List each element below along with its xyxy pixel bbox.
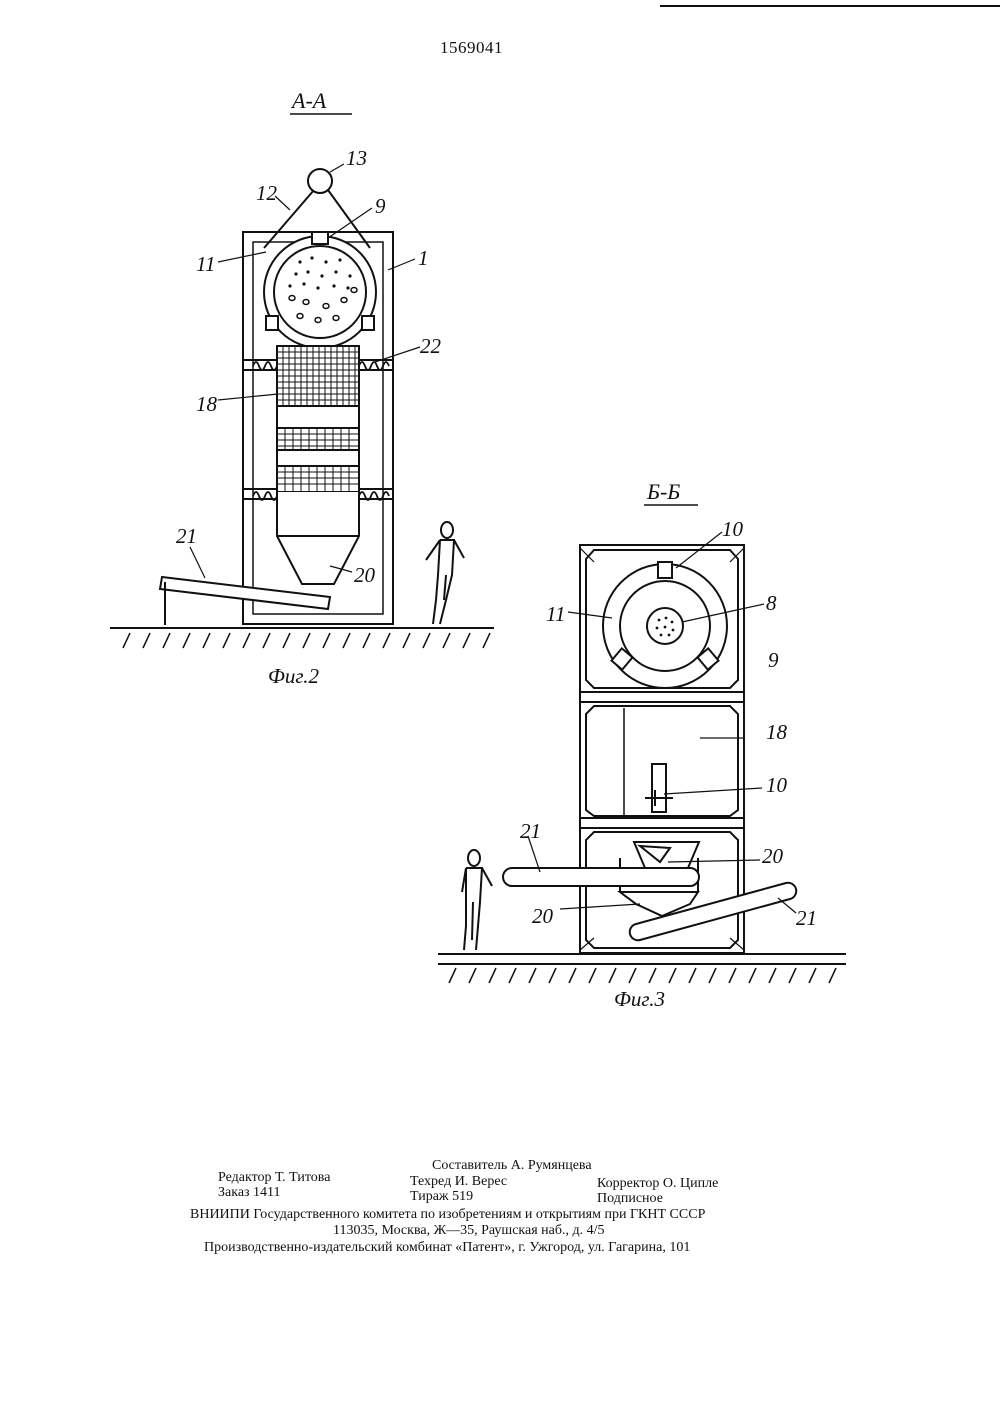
colophon-techred: Техред И. Верес — [410, 1174, 507, 1190]
colophon-compiler: Составитель А. Румянцева — [432, 1158, 592, 1174]
fig2-label-13: 13 — [346, 146, 367, 170]
colophon-address: 113035, Москва, Ж—35, Раушская наб., д. … — [333, 1223, 605, 1239]
fig2-label-9: 9 — [375, 194, 386, 218]
fig2-label-11: 11 — [196, 252, 215, 276]
fig2-drum — [264, 232, 376, 348]
fig3-label-10-mid: 10 — [766, 773, 788, 797]
colophon-organization: ВНИИПИ Государственного комитета по изоб… — [190, 1207, 705, 1223]
fig3-caption: Фиг.3 — [614, 987, 665, 1011]
fig3-section-label: Б-Б — [646, 479, 680, 504]
fig2-column — [277, 346, 359, 492]
fig3-label-21-right: 21 — [796, 906, 817, 930]
fig2-human-figure — [426, 522, 464, 624]
fig2-label-18: 18 — [196, 392, 218, 416]
fig3-human-figure — [462, 850, 492, 950]
fig2-ground — [110, 628, 494, 648]
fig2-caption: Фиг.2 — [268, 664, 320, 688]
fig3-label-18: 18 — [766, 720, 788, 744]
fig3-label-20-right: 20 — [762, 844, 784, 868]
fig2-section-label: А-А — [290, 88, 327, 113]
colophon-publisher: Производственно-издательский комбинат «П… — [204, 1240, 690, 1256]
fig2-label-12: 12 — [256, 181, 278, 205]
colophon-editor: Редактор Т. Титова — [218, 1170, 330, 1186]
fig2-label-21: 21 — [176, 524, 197, 548]
fig3-label-8: 8 — [766, 591, 777, 615]
fig3-column — [624, 708, 673, 816]
fig2-label-22: 22 — [420, 334, 442, 358]
fig2-label-20: 20 — [354, 563, 376, 587]
fig3-conveyor-left — [503, 868, 699, 886]
fig3-label-10-top: 10 — [722, 517, 744, 541]
fig3-label-21-left: 21 — [520, 819, 541, 843]
fig3-ground — [438, 954, 846, 983]
hook-ball — [308, 169, 332, 193]
fig3-label-11: 11 — [546, 602, 565, 626]
figure-3: Б-Б — [438, 479, 846, 1011]
colophon-circulation: Тираж 519 — [410, 1189, 473, 1205]
figure-2: А-А — [110, 88, 494, 688]
fig3-label-9: 9 — [768, 648, 779, 672]
colophon-subscription: Подписное — [597, 1191, 663, 1207]
colophon-order: Заказ 1411 — [218, 1185, 281, 1201]
colophon-corrector: Корректор О. Ципле — [597, 1176, 718, 1192]
fig3-drum — [603, 562, 727, 688]
fig2-label-1: 1 — [418, 246, 429, 270]
fig3-label-20-left: 20 — [532, 904, 554, 928]
